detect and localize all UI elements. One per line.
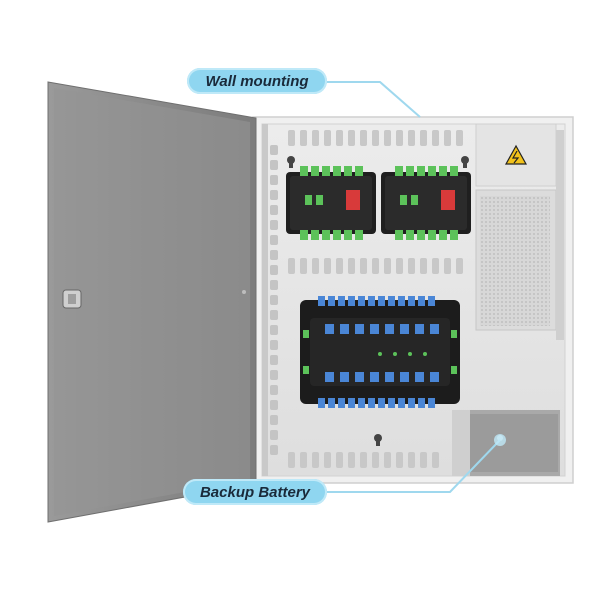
terminal-strip-blue (318, 296, 439, 408)
warning-electric-icon (504, 144, 528, 165)
wall-mounting-callout: Wall mounting (187, 68, 327, 94)
knockout-slots-left (270, 145, 278, 455)
main-controller-board (300, 296, 460, 408)
terminal-strip-green (395, 166, 458, 240)
leader-lines (327, 81, 501, 493)
power-supply-unit (475, 123, 564, 340)
door-latch-icon (62, 289, 82, 309)
controller-module-right (381, 166, 471, 240)
knockout-slots-middle (288, 258, 463, 274)
keyhole-icon (287, 156, 469, 446)
leader-dot (494, 434, 506, 446)
knockout-slots-top (288, 130, 463, 146)
battery-compartment (452, 410, 560, 476)
backup-battery-callout: Backup Battery (183, 479, 327, 505)
controller-module-left (286, 166, 376, 240)
knockout-slots-bottom (288, 452, 439, 468)
cabinet-door (47, 81, 257, 523)
terminal-strip-green (300, 166, 363, 240)
